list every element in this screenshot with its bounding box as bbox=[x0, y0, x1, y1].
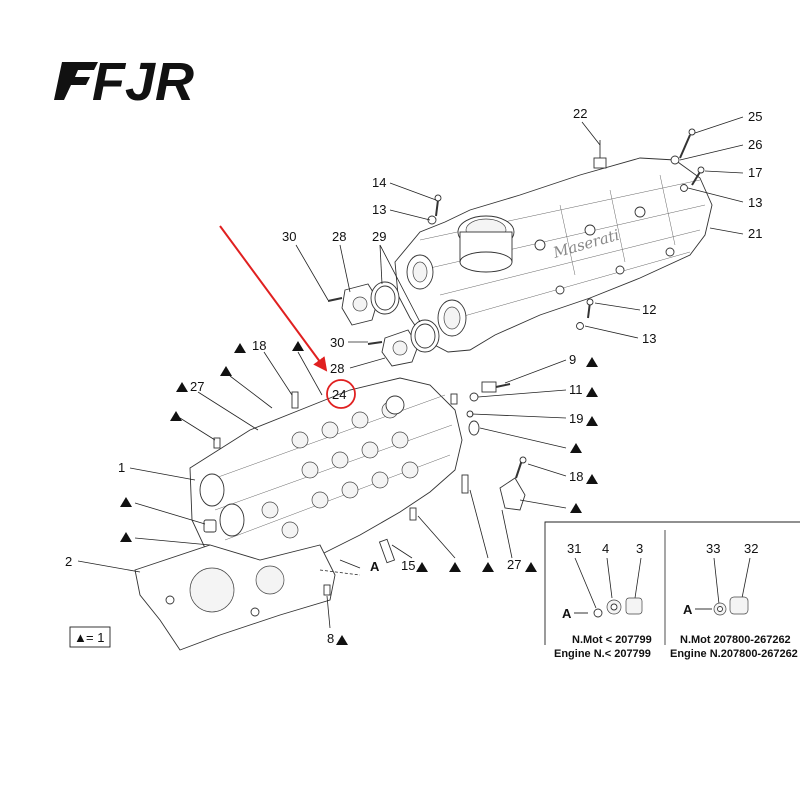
callout-9: 9 bbox=[569, 352, 576, 367]
inset-right-num-33: 33 bbox=[706, 541, 720, 556]
sensor-9 bbox=[481, 381, 511, 393]
valve-cover: Maserati bbox=[394, 157, 713, 353]
inset-left-variant: 31 4 3 A N.Mot < 207799 Engine N.< 20779… bbox=[554, 541, 652, 660]
inset-left-caption-1: N.Mot < 207799 bbox=[572, 634, 652, 646]
inset-left-marker: A bbox=[562, 606, 572, 621]
callout-21: 21 bbox=[748, 226, 762, 241]
stud-a bbox=[409, 507, 417, 521]
callout-28a: 28 bbox=[332, 229, 346, 244]
inset-left-num-3: 3 bbox=[636, 541, 643, 556]
actuator-28-lower bbox=[367, 319, 440, 367]
plug-a bbox=[468, 420, 480, 436]
pin-a bbox=[213, 437, 221, 449]
callout-a: A bbox=[370, 559, 380, 574]
sensor-22 bbox=[593, 140, 607, 169]
legend-box: ▲ = 1 bbox=[69, 626, 111, 648]
bolt-17 bbox=[691, 166, 705, 186]
bolt-12 bbox=[586, 298, 594, 319]
inset-left-num-31: 31 bbox=[567, 541, 581, 556]
washer-11 bbox=[469, 392, 479, 402]
callout-17: 17 bbox=[748, 165, 762, 180]
callout-25: 25 bbox=[748, 109, 762, 124]
brand-logo-text: FJR bbox=[92, 52, 194, 112]
callout-13c: 13 bbox=[642, 331, 656, 346]
bolt-14 bbox=[434, 194, 442, 217]
inset-right-variant: 33 32 A N.Mot 207800-267262 Engine N.207… bbox=[670, 541, 798, 660]
highlight-arrow bbox=[219, 225, 328, 372]
inset-left-num-4: 4 bbox=[602, 541, 609, 556]
head-gasket bbox=[134, 544, 336, 651]
stud-b bbox=[461, 474, 469, 494]
bracket-27 bbox=[499, 456, 527, 511]
callout-labels: 22 25 26 17 13 21 14 13 30 28 29 12 13 3… bbox=[65, 106, 762, 646]
pin-b bbox=[450, 393, 458, 405]
callout-13a: 13 bbox=[748, 195, 762, 210]
callout-27a: 27 bbox=[190, 379, 204, 394]
callout-18a: 18 bbox=[252, 338, 266, 353]
callout-11: 11 bbox=[569, 382, 583, 397]
callout-2: 2 bbox=[65, 554, 72, 569]
washer-13a bbox=[680, 184, 688, 192]
stud-15 bbox=[378, 538, 396, 564]
inset-right-num-32: 32 bbox=[744, 541, 758, 556]
callout-12: 12 bbox=[642, 302, 656, 317]
actuator-28-upper bbox=[327, 281, 400, 326]
bolt-25 bbox=[679, 128, 696, 159]
highlight-circle bbox=[326, 379, 356, 409]
callout-18b: 18 bbox=[569, 469, 583, 484]
inset-right-caption-1: N.Mot 207800-267262 bbox=[680, 634, 791, 646]
leader-lines bbox=[77, 116, 744, 629]
callout-24: 24 bbox=[332, 387, 346, 402]
washer-26 bbox=[670, 155, 680, 165]
inset-right-caption-2: Engine N.207800-267262 bbox=[670, 648, 798, 660]
callout-22: 22 bbox=[573, 106, 587, 121]
legend-symbol: ▲ bbox=[74, 630, 87, 645]
plug-cap bbox=[203, 519, 217, 533]
dowel-8 bbox=[323, 584, 331, 596]
callout-30b: 30 bbox=[330, 335, 344, 350]
callout-15: 15 bbox=[401, 558, 415, 573]
washer-13c bbox=[576, 322, 584, 330]
cylinder-head bbox=[189, 377, 463, 581]
washer-13b bbox=[427, 215, 437, 225]
callout-14: 14 bbox=[372, 175, 386, 190]
inset-right-marker: A bbox=[683, 602, 693, 617]
callout-26: 26 bbox=[748, 137, 762, 152]
inset-left-caption-2: Engine N.< 207799 bbox=[554, 648, 651, 660]
brand-logo: FJR bbox=[54, 52, 194, 112]
callout-1: 1 bbox=[118, 460, 125, 475]
callout-27b: 27 bbox=[507, 557, 521, 572]
callout-28b: 28 bbox=[330, 361, 344, 376]
callout-13b: 13 bbox=[372, 202, 386, 217]
callout-19: 19 bbox=[569, 411, 583, 426]
inset-variants: 31 4 3 A N.Mot < 207799 Engine N.< 20779… bbox=[544, 521, 800, 660]
legend-text: = 1 bbox=[86, 630, 104, 645]
callout-8: 8 bbox=[327, 631, 334, 646]
callout-30a: 30 bbox=[282, 229, 296, 244]
callout-29: 29 bbox=[372, 229, 386, 244]
bolt-18 bbox=[291, 391, 299, 409]
